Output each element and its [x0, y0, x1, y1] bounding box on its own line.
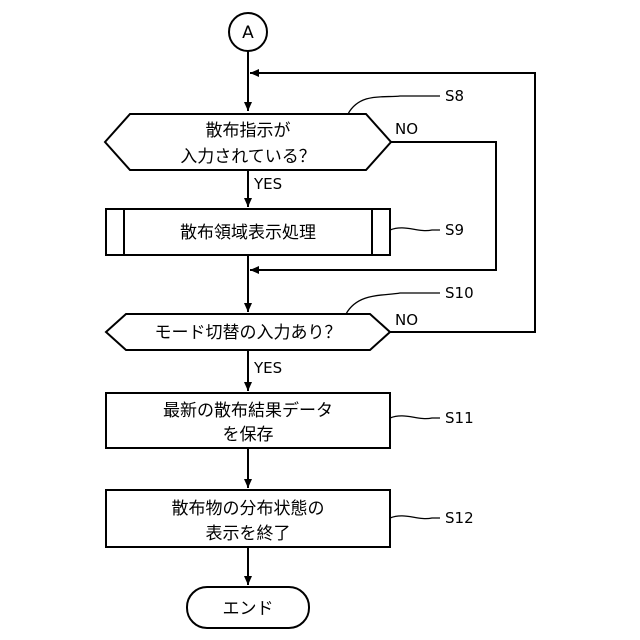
- decision-s8-yes: YES: [253, 175, 282, 193]
- step-s10-label: S10: [445, 284, 474, 302]
- step-s8-label: S8: [445, 87, 464, 105]
- step-s12-label: S12: [445, 509, 474, 527]
- step-s11-label: S11: [445, 409, 474, 427]
- terminal-end: エンド: [187, 587, 309, 628]
- process-s12: 散布物の分布状態の 表示を終了: [106, 490, 390, 547]
- decision-s10: モード切替の入力あり？: [106, 314, 390, 350]
- process-s11-line2: を保存: [223, 425, 274, 445]
- decision-s10-no: NO: [395, 311, 418, 329]
- process-s11: 最新の散布結果データ を保存: [106, 393, 390, 448]
- decision-s10-yes: YES: [253, 359, 282, 377]
- process-s11-line1: 最新の散布結果データ: [163, 400, 333, 421]
- step-s12-leader: [390, 516, 440, 519]
- connector-a: A: [229, 13, 267, 51]
- connector-label: A: [242, 23, 254, 43]
- process-s12-line2: 表示を終了: [206, 524, 291, 544]
- step-s9-leader: [390, 228, 440, 231]
- process-s12-line1: 散布物の分布状態の: [172, 499, 325, 519]
- process-s9: 散布領域表示処理: [106, 209, 390, 255]
- step-s10-leader: [346, 293, 440, 314]
- decision-s8: 散布指示が 入力されている？: [105, 114, 391, 170]
- process-s9-text: 散布領域表示処理: [180, 223, 316, 243]
- step-s11-leader: [390, 416, 440, 419]
- decision-s8-line1: 散布指示が: [206, 121, 291, 141]
- step-s9-label: S9: [445, 221, 464, 239]
- terminal-label: エンド: [223, 599, 274, 619]
- decision-s10-text: モード切替の入力あり？: [155, 323, 342, 343]
- step-s8-leader: [348, 96, 440, 114]
- decision-s8-line2: 入力されている？: [180, 147, 316, 167]
- loop-arrow-s10-no: [250, 73, 535, 332]
- decision-s8-no: NO: [395, 120, 418, 138]
